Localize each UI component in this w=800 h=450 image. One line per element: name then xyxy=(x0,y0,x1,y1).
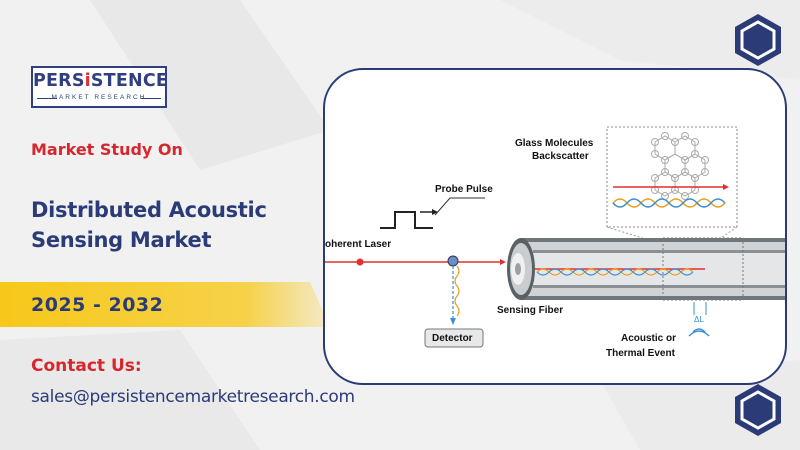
report-title-line-1: Distributed Acoustic xyxy=(31,198,267,222)
molecule-inset-box xyxy=(606,126,738,228)
coupler xyxy=(447,255,459,267)
probe-pulse-shape xyxy=(380,211,433,229)
forecast-period: 2025 - 2032 xyxy=(31,294,164,316)
logo-wordmark: PERSiSTENCE xyxy=(33,71,169,91)
label-detector: Detector xyxy=(432,333,473,344)
year-banner xyxy=(0,282,330,327)
label-probe-pulse: Probe Pulse xyxy=(435,184,493,195)
contact-email-link[interactable]: sales@persistencemarketresearch.com xyxy=(31,387,355,407)
label-glass-molecules: Glass Molecules xyxy=(515,138,594,149)
label-event-line-1: Acoustic or xyxy=(621,333,677,344)
glass-molecules xyxy=(651,132,709,200)
label-delta-l: ΔL xyxy=(694,315,704,324)
market-study-label: Market Study On xyxy=(31,140,183,159)
hexagon-icon-top xyxy=(735,14,781,66)
logo-subtitle: MARKET RESEARCH xyxy=(51,94,147,101)
detector-box xyxy=(424,328,484,348)
label-laser: oherent Laser xyxy=(325,239,392,250)
contact-label: Contact Us: xyxy=(31,356,142,376)
report-title-line-2: Sensing Market xyxy=(31,228,212,252)
diagram-panel: Glass Molecules Backscatter Probe Pulse … xyxy=(323,68,787,385)
das-diagram xyxy=(325,126,785,348)
label-sensing-fiber: Sensing Fiber xyxy=(497,305,564,316)
persistence-logo[interactable]: PERSiSTENCE MARKET RESEARCH xyxy=(31,66,169,108)
label-event-line-2: Thermal Event xyxy=(606,348,675,359)
hexagon-icon-bottom xyxy=(735,384,781,436)
event-wave-icon xyxy=(688,328,710,337)
label-backscatter: Backscatter xyxy=(532,151,589,162)
